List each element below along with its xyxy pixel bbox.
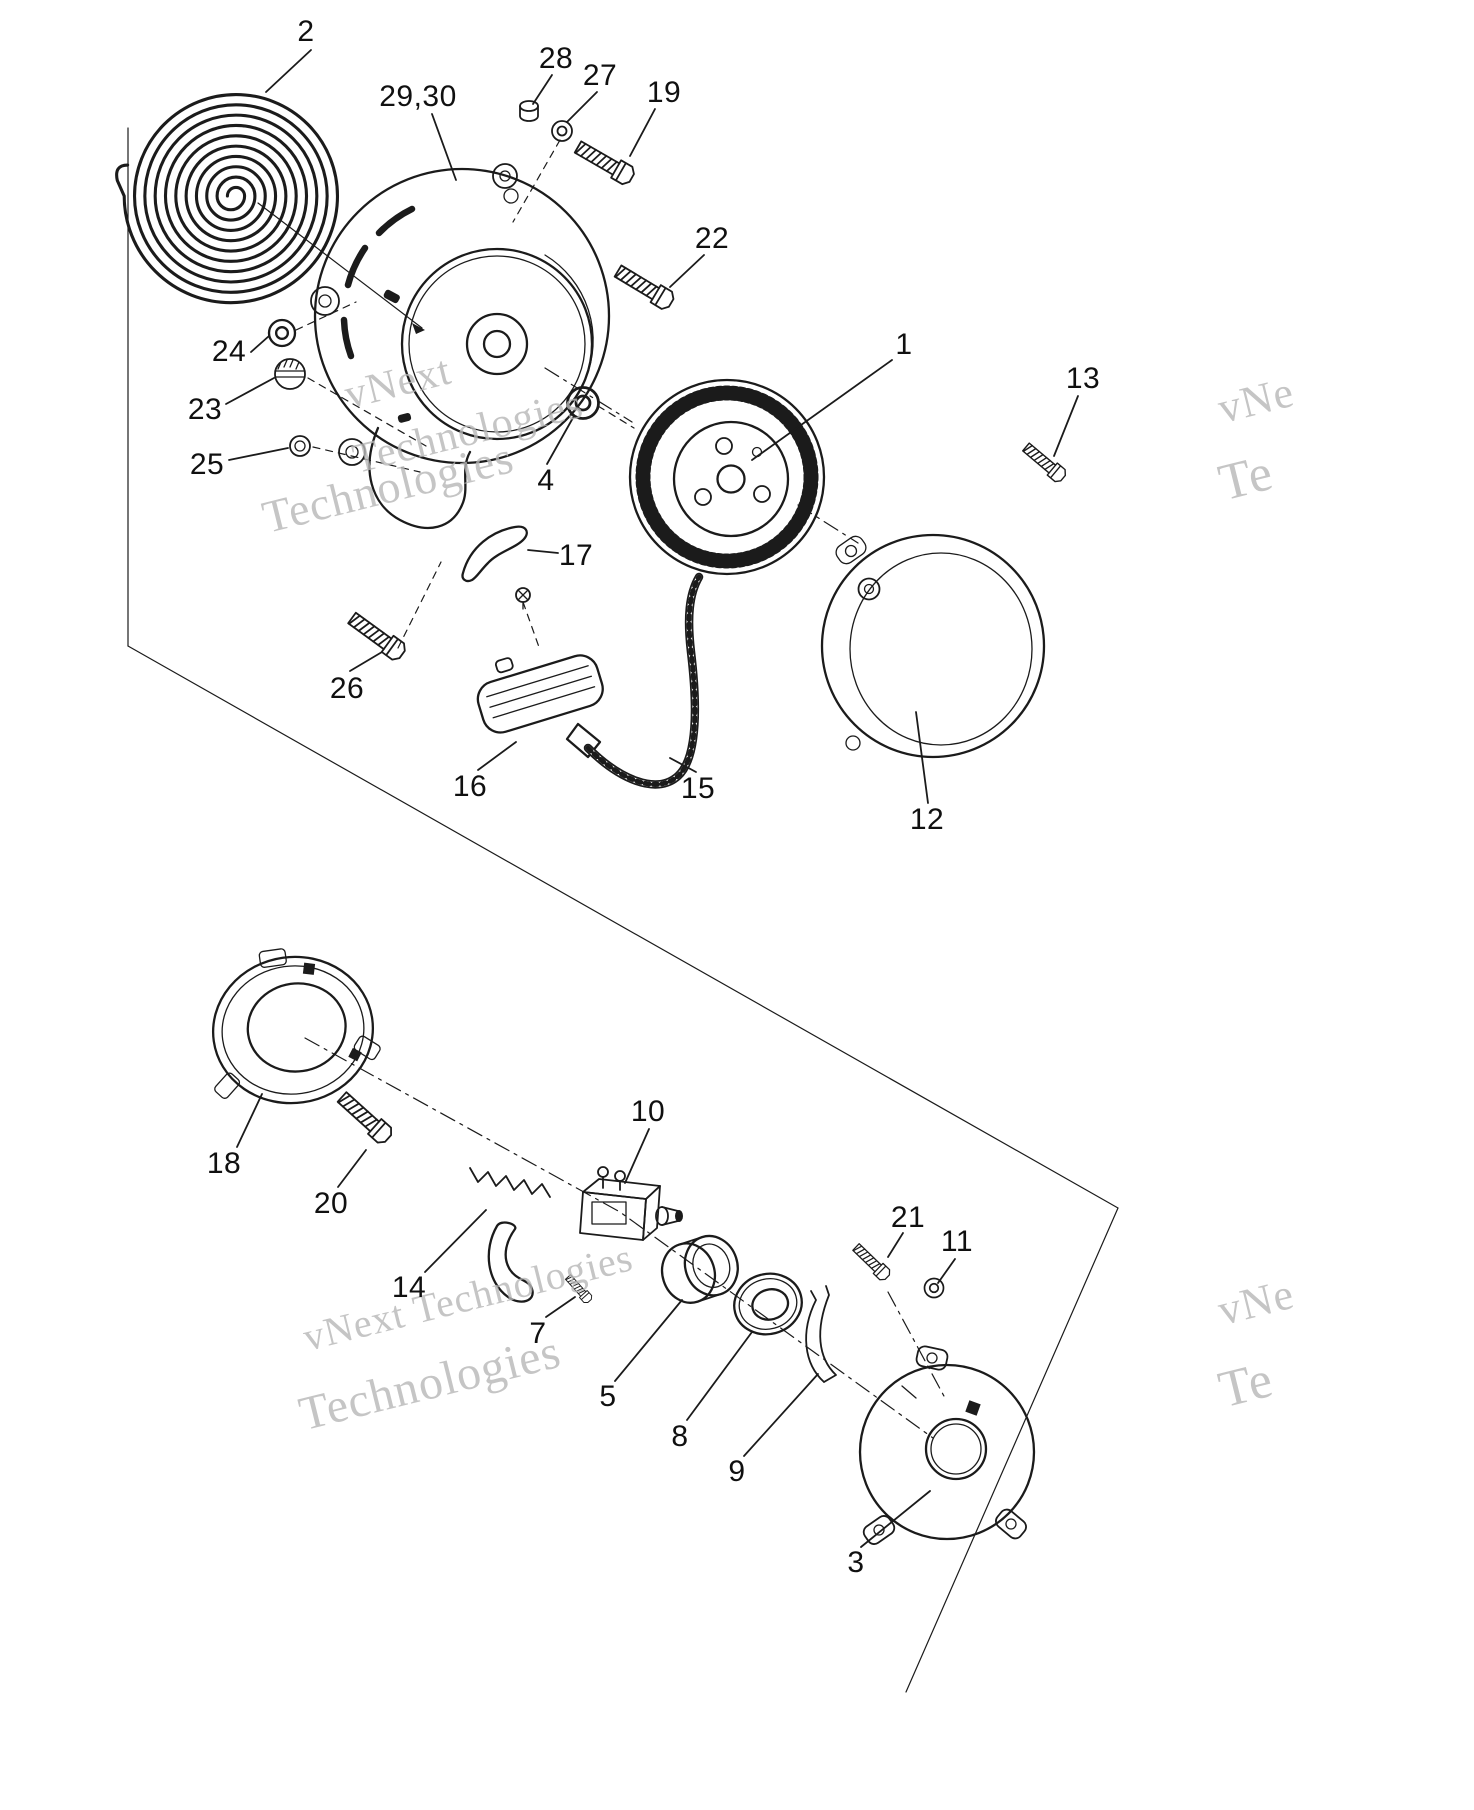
part-23-bushing: [274, 358, 306, 390]
part-11-washer: [923, 1277, 945, 1299]
part-number: 23: [187, 393, 223, 426]
part-8-retainer: [733, 1272, 803, 1336]
part-9-clip: [805, 1285, 837, 1383]
part-number: 16: [452, 770, 488, 803]
part-12-cover: [820, 533, 1046, 759]
part-callout-3: 3: [847, 1546, 864, 1580]
part-number: 24: [211, 335, 247, 368]
part-callout-28: 28: [539, 42, 573, 76]
part-callout-11: 11: [941, 1225, 973, 1259]
part-number: 15: [680, 772, 716, 805]
part-callout-21: 21: [891, 1201, 925, 1235]
part-number: 3: [847, 1546, 865, 1579]
part-20-bolt: [334, 1088, 396, 1147]
part-callout-26: 26: [330, 672, 364, 706]
part-callout-4: 4: [537, 464, 554, 498]
part-callout-25: 25: [190, 448, 224, 482]
part-callout-8: 8: [671, 1420, 688, 1454]
part-callout-13: 13: [1066, 362, 1100, 396]
part-number: 14: [391, 1271, 427, 1304]
part-19-bolt: [572, 137, 638, 188]
part-number: 2: [297, 15, 315, 48]
construction-lines: [127, 127, 1119, 1693]
part-number: 8: [671, 1420, 689, 1453]
part-number: 20: [313, 1187, 349, 1220]
part-number: 1: [895, 328, 913, 361]
part-number: 12: [909, 803, 945, 836]
part-callout-14: 14: [392, 1271, 426, 1305]
part-29-30-recoil-housing: [310, 163, 611, 529]
part-25-bushing: [289, 435, 311, 457]
handle-screw: [515, 587, 531, 610]
part-callout-12: 12: [910, 803, 944, 837]
part-callout-27: 27: [583, 59, 617, 93]
part-22-bolt: [611, 261, 678, 313]
part-number: 5: [599, 1380, 617, 1413]
part-number: 21: [890, 1201, 926, 1234]
part-callout-1: 1: [895, 328, 912, 362]
part-10-switch: [579, 1166, 683, 1241]
part-number: 10: [630, 1095, 666, 1128]
part-18-spring-case: [211, 948, 381, 1105]
part-callout-20: 20: [314, 1187, 348, 1221]
part-number: 11: [940, 1225, 974, 1258]
part-number: 29,30: [379, 80, 457, 113]
part-number: 4: [537, 464, 555, 497]
callout-leaders: [225, 49, 1079, 1548]
part-callout-22: 22: [695, 222, 729, 256]
part-2-recoil-spring: [115, 92, 425, 334]
part-number: 25: [189, 448, 225, 481]
part-24-washer: [267, 318, 297, 348]
part-callout-9: 9: [728, 1455, 745, 1489]
part-callout-16: 16: [453, 770, 487, 804]
part-callout-19: 19: [647, 76, 681, 110]
part-callout-29,30: 29,30: [379, 80, 457, 114]
part-number: 22: [694, 222, 730, 255]
part-callout-15: 15: [681, 772, 715, 806]
assembly-axes: [295, 139, 946, 1439]
part-28-cap: [519, 100, 539, 122]
part-17-pawl: [461, 525, 528, 583]
part-callout-18: 18: [207, 1147, 241, 1181]
part-number: 27: [582, 59, 618, 92]
part-callout-17: 17: [559, 539, 593, 573]
part-27-spacer: [551, 120, 573, 142]
part-number: 19: [646, 76, 682, 109]
part-number: 18: [206, 1147, 242, 1180]
part-13-bolt: [1020, 440, 1069, 485]
part-callout-10: 10: [631, 1095, 665, 1129]
part-3-cover-plate: [858, 1345, 1036, 1545]
part-number: 17: [558, 539, 594, 572]
part-number: 9: [728, 1455, 746, 1488]
part-16-starter-handle: [476, 654, 604, 759]
part-callout-5: 5: [599, 1380, 616, 1414]
part-callout-2: 2: [297, 15, 314, 49]
part-callout-23: 23: [188, 393, 222, 427]
part-1-rope-pulley: [628, 378, 826, 576]
part-number: 28: [538, 42, 574, 75]
part-number: 7: [529, 1317, 547, 1350]
part-5-cup: [660, 1234, 739, 1304]
part-14-spring-lever: [469, 1167, 551, 1303]
part-number: 13: [1065, 362, 1101, 395]
part-callout-24: 24: [212, 335, 246, 369]
part-callout-7: 7: [529, 1317, 546, 1351]
part-21-bolt: [850, 1241, 893, 1283]
part-number: 26: [329, 672, 365, 705]
part-15-rope: [583, 572, 704, 789]
